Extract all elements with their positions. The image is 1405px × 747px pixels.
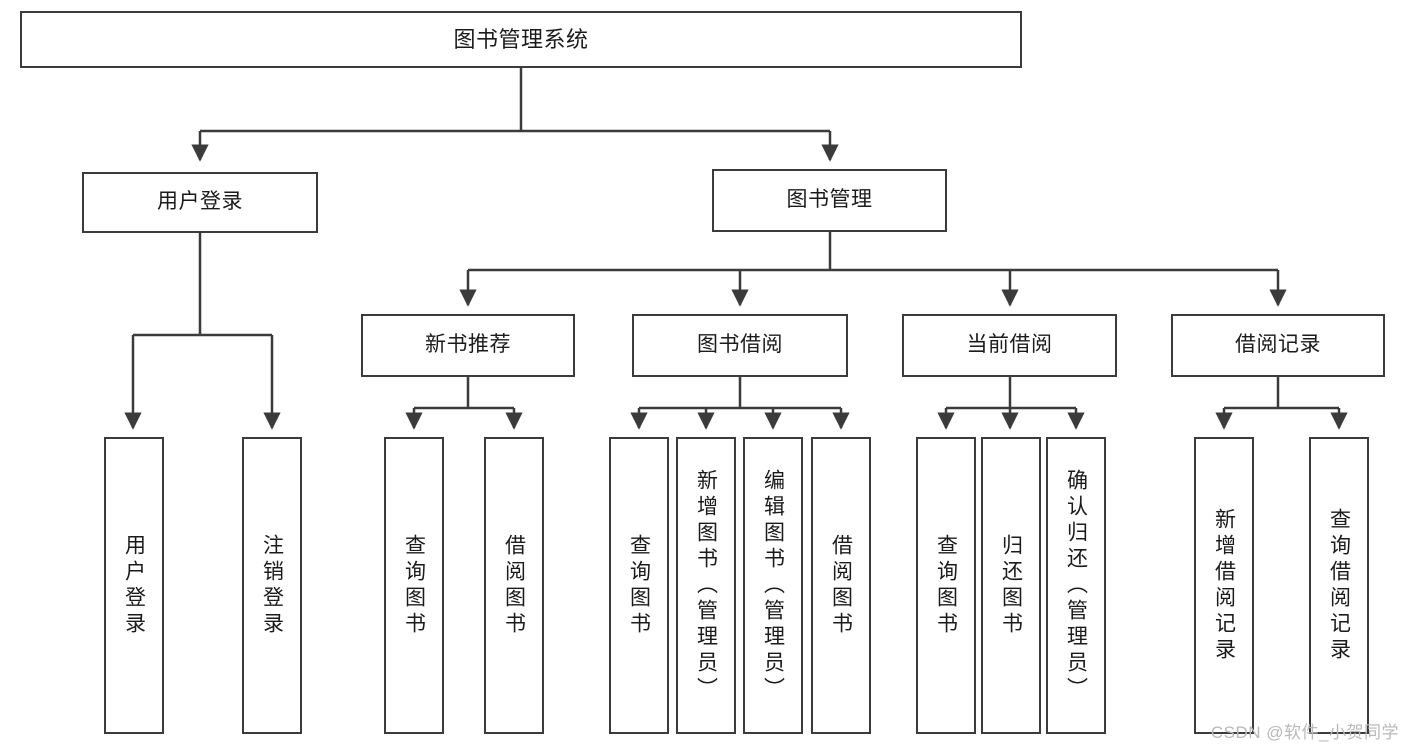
node-label: 编辑图书（管理员） xyxy=(761,468,785,703)
node-new-book-recommend[interactable]: 新书推荐 xyxy=(361,314,575,377)
node-label: 借阅图书 xyxy=(502,533,526,638)
node-label: 查询图书 xyxy=(627,533,651,638)
leaf-current-query-book[interactable]: 查询图书 xyxy=(916,437,976,734)
leaf-borrow-borrow-book[interactable]: 借阅图书 xyxy=(811,437,871,734)
node-system-title[interactable]: 图书管理系统 xyxy=(20,11,1022,68)
node-borrow-record[interactable]: 借阅记录 xyxy=(1171,314,1385,377)
node-label: 新书推荐 xyxy=(425,333,511,357)
node-label: 借阅图书 xyxy=(829,533,853,638)
node-label: 查询图书 xyxy=(934,533,958,638)
leaf-current-return-book[interactable]: 归还图书 xyxy=(981,437,1041,734)
leaf-record-query-record[interactable]: 查询借阅记录 xyxy=(1309,437,1369,734)
node-label: 查询图书 xyxy=(402,533,426,638)
node-label: 注销登录 xyxy=(260,533,284,638)
node-label: 新增借阅记录 xyxy=(1212,507,1236,664)
node-label: 图书借阅 xyxy=(697,333,783,357)
node-label: 归还图书 xyxy=(999,533,1023,638)
leaf-borrow-add-book-admin[interactable]: 新增图书（管理员） xyxy=(676,437,736,734)
node-label: 用户登录 xyxy=(122,533,146,638)
leaf-new-book-borrow[interactable]: 借阅图书 xyxy=(484,437,544,734)
node-user-login[interactable]: 用户登录 xyxy=(82,172,318,233)
node-label: 查询借阅记录 xyxy=(1327,507,1351,664)
leaf-borrow-query-book[interactable]: 查询图书 xyxy=(609,437,669,734)
node-label: 用户登录 xyxy=(157,190,243,214)
node-label: 图书管理 xyxy=(786,188,873,212)
leaf-borrow-edit-book-admin[interactable]: 编辑图书（管理员） xyxy=(743,437,803,734)
leaf-current-confirm-return-admin[interactable]: 确认归还（管理员） xyxy=(1046,437,1106,734)
node-label: 确认归还（管理员） xyxy=(1064,468,1088,703)
leaf-new-book-query[interactable]: 查询图书 xyxy=(384,437,444,734)
watermark: CSDN @软件_小贺同学 xyxy=(1210,723,1399,742)
node-label: 图书管理系统 xyxy=(453,26,589,52)
node-book-management[interactable]: 图书管理 xyxy=(712,169,947,232)
leaf-user-login-signin[interactable]: 用户登录 xyxy=(104,437,164,734)
node-label: 借阅记录 xyxy=(1235,333,1321,357)
node-label: 当前借阅 xyxy=(966,333,1053,357)
node-label: 新增图书（管理员） xyxy=(694,468,718,703)
leaf-user-login-signout[interactable]: 注销登录 xyxy=(242,437,302,734)
leaf-record-add-record[interactable]: 新增借阅记录 xyxy=(1194,437,1254,734)
node-current-borrow[interactable]: 当前借阅 xyxy=(902,314,1117,377)
node-book-borrow[interactable]: 图书借阅 xyxy=(632,314,848,377)
